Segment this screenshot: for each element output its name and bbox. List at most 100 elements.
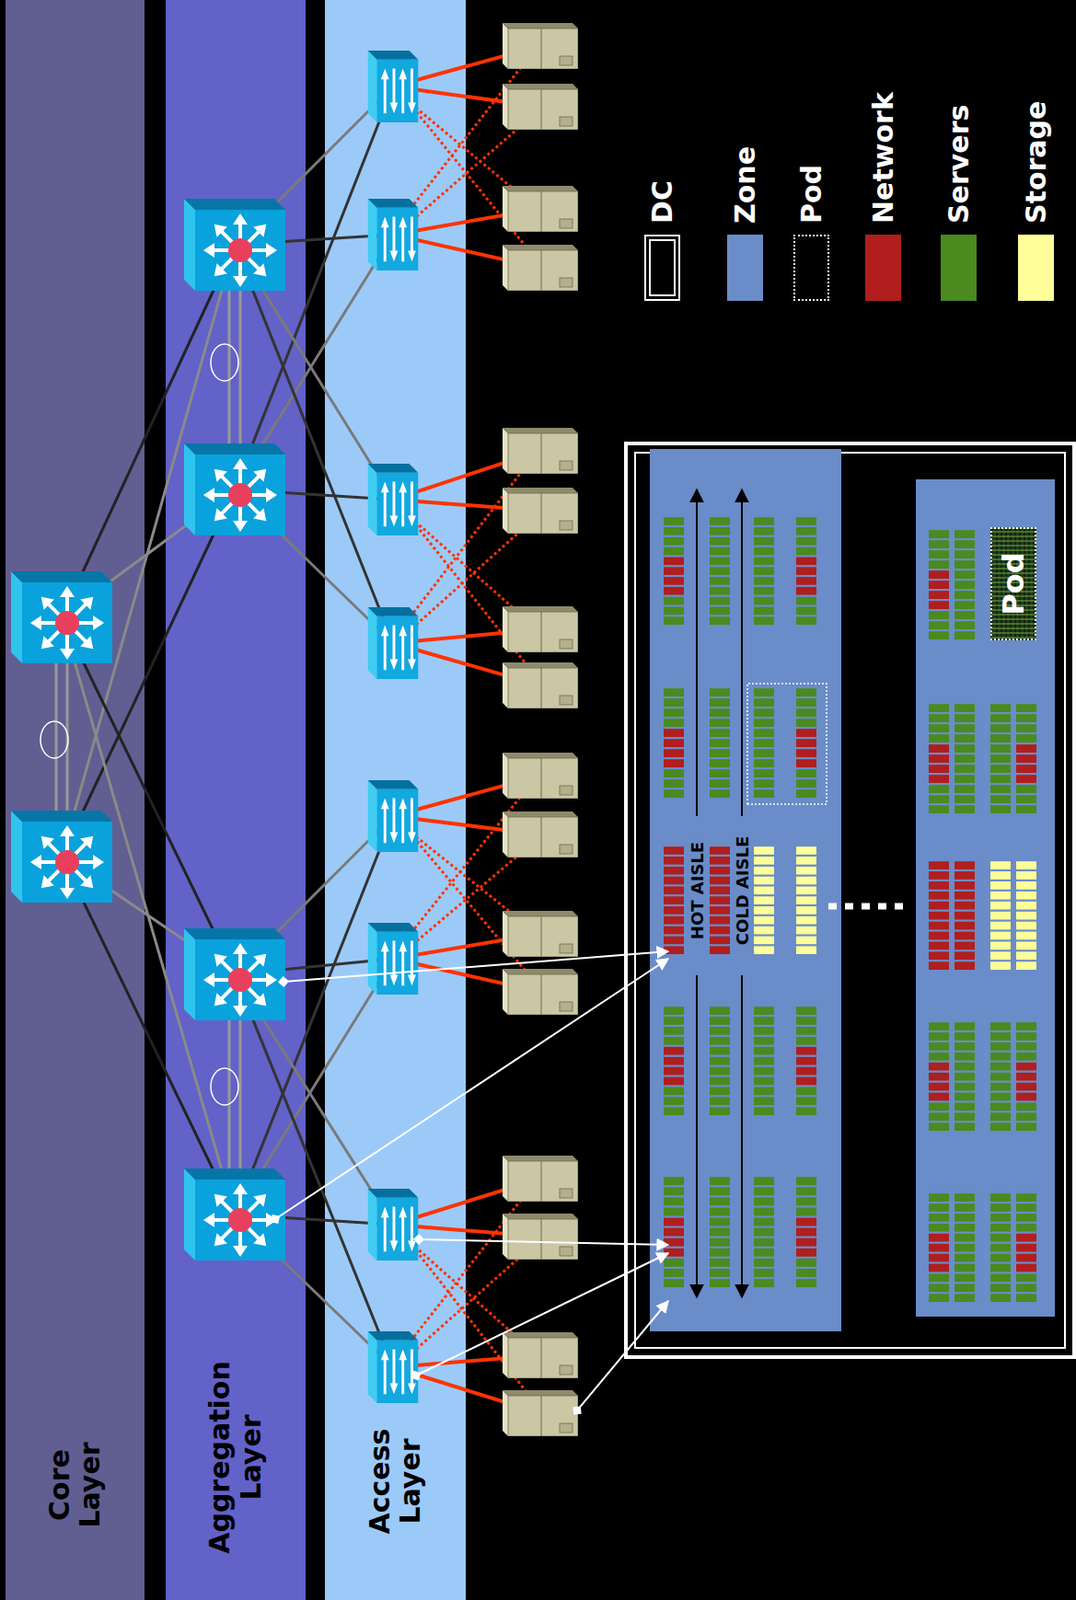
rack-unit [709, 557, 730, 567]
server [502, 1156, 579, 1203]
layer-label: Access Layer [364, 1429, 427, 1536]
rack-unit [1016, 1052, 1037, 1062]
rack-unit [663, 1269, 684, 1278]
rack-unit [753, 1077, 775, 1087]
rack-unit [753, 527, 775, 536]
rack-unit [796, 1259, 817, 1268]
rack-unit [990, 764, 1011, 774]
rack-unit [796, 607, 817, 616]
rack-unit [796, 846, 817, 856]
rack-unit [1016, 1193, 1037, 1203]
rack-unit [954, 861, 975, 870]
rack-unit [796, 1017, 817, 1026]
rack-unit [928, 1214, 949, 1223]
rack-unit [709, 1187, 730, 1196]
rack-unit [709, 587, 730, 596]
rack-unit [709, 1067, 730, 1076]
rack-unit [990, 881, 1011, 891]
rack-unit [1016, 1224, 1037, 1233]
rack-unit [753, 708, 775, 718]
rack-unit [753, 517, 775, 526]
rack-unit [928, 1203, 949, 1213]
rack-unit [990, 961, 1011, 971]
rack-unit [954, 714, 975, 723]
aggregation-switch [184, 928, 286, 1021]
rack-unit [753, 1249, 775, 1258]
rack-unit [1016, 1274, 1037, 1284]
rack-unit [1016, 704, 1037, 713]
rack-unit [663, 946, 684, 955]
rack-unit [709, 517, 730, 526]
rack-unit [709, 856, 730, 866]
rack-unit [954, 754, 975, 764]
rack-unit [928, 601, 949, 610]
rack-unit [753, 856, 775, 866]
rack-unit [709, 896, 730, 905]
rack-unit [928, 1264, 949, 1273]
rack-unit [1016, 1063, 1037, 1072]
rack-unit [990, 1203, 1011, 1213]
rack-unit [1016, 1093, 1037, 1102]
rack-unit [753, 698, 775, 707]
rack-unit [990, 912, 1011, 921]
rack-unit [928, 1112, 949, 1122]
rack-unit [663, 867, 684, 876]
rack-unit [709, 1249, 730, 1258]
rack-unit [990, 805, 1011, 814]
rack-unit [796, 1077, 817, 1087]
rack-unit [928, 1274, 949, 1284]
rack-unit [663, 877, 684, 886]
rack-unit [796, 887, 817, 896]
rack-unit [709, 1097, 730, 1106]
rack-unit [709, 1238, 730, 1248]
rack-unit [990, 1294, 1011, 1303]
access-switch [368, 1189, 419, 1262]
rack-unit [990, 1063, 1011, 1072]
rack-unit [796, 1187, 817, 1196]
rack-unit [990, 1193, 1011, 1203]
rack-unit [796, 1067, 817, 1076]
rack-unit [796, 896, 817, 905]
rack-unit [796, 537, 817, 546]
rack-unit [954, 912, 975, 921]
rack-unit [928, 631, 949, 640]
rack-unit [928, 1022, 949, 1031]
rack-unit [709, 1279, 730, 1288]
rack-unit [709, 1259, 730, 1268]
rack-unit [663, 1218, 684, 1227]
pod-label: Pod [995, 552, 1031, 615]
port-channel-ring [210, 1068, 239, 1106]
rack-unit [709, 597, 730, 606]
legend-entry: Pod [793, 164, 830, 301]
rack-unit [753, 1097, 775, 1106]
rack-unit [990, 1122, 1011, 1132]
rack-unit [954, 734, 975, 743]
rack-unit [753, 616, 775, 625]
rack-unit [990, 754, 1011, 764]
rack-unit [1016, 1294, 1037, 1303]
rack-unit [1016, 1203, 1037, 1213]
rack-unit [709, 688, 730, 697]
rack-unit [753, 779, 775, 788]
rack-unit [796, 946, 817, 955]
rack-unit [753, 1197, 775, 1206]
legend-label: Zone [728, 146, 762, 224]
rack-unit [954, 1294, 975, 1303]
rack-unit [663, 1057, 684, 1066]
rack-unit [928, 1284, 949, 1293]
rack-unit [709, 698, 730, 707]
rack-unit [753, 877, 775, 886]
rack-unit [1016, 805, 1037, 814]
rack-unit [709, 1177, 730, 1186]
rack-unit [709, 916, 730, 926]
rack-unit [954, 1042, 975, 1052]
rack-unit [928, 724, 949, 733]
rack-unit [990, 1022, 1011, 1031]
rack-unit [990, 1103, 1011, 1112]
rack-unit [1016, 932, 1037, 941]
rack-unit [753, 1218, 775, 1227]
rack-unit [663, 708, 684, 718]
rack-unit [990, 714, 1011, 723]
rack-unit [796, 1218, 817, 1227]
rack-unit [663, 1177, 684, 1186]
